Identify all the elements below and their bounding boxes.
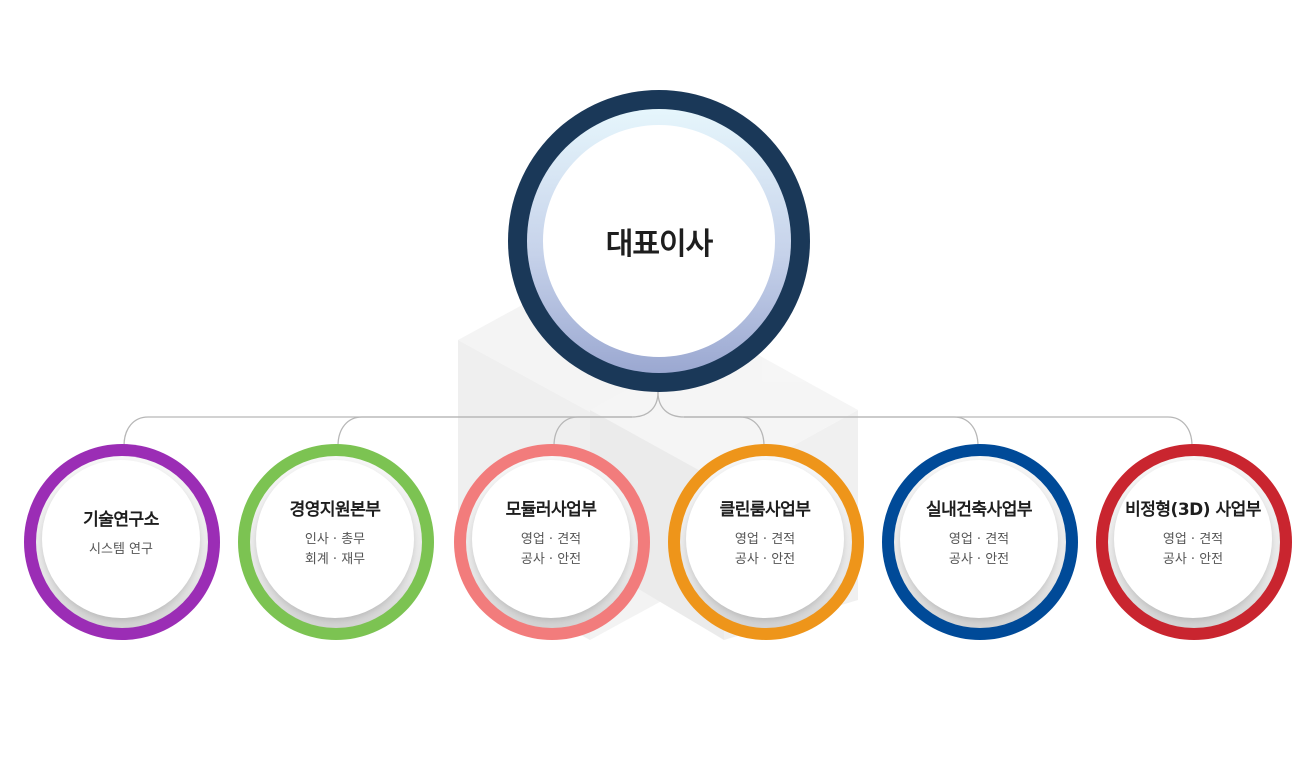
connector-line: [553, 416, 632, 447]
dept-duty: 회계 · 재무: [304, 551, 366, 567]
dept-node-cleanroom: 클린룸사업부 영업 · 견적 공사 · 안전: [668, 444, 864, 640]
dept-node-modular: 모듈러사업부 영업 · 견적 공사 · 안전: [454, 444, 650, 640]
connector-line: [337, 416, 632, 447]
ceo-face: 대표이사: [543, 125, 775, 357]
dept-duty: 공사 · 안전: [1162, 551, 1224, 567]
ceo-ring: 대표이사: [527, 109, 791, 373]
dept-duty: 인사 · 총무: [304, 531, 366, 547]
dept-node-research: 기술연구소 시스템 연구: [24, 444, 220, 640]
dept-name: 모듈러사업부: [505, 499, 597, 520]
dept-duty: 공사 · 안전: [734, 551, 796, 567]
dept-duty: 영업 · 견적: [1162, 531, 1224, 547]
dept-name: 기술연구소: [83, 509, 159, 530]
dept-node-management: 경영지원본부 인사 · 총무 회계 · 재무: [238, 444, 434, 640]
dept-name: 클린룸사업부: [719, 499, 811, 520]
dept-node-interior: 실내건축사업부 영업 · 견적 공사 · 안전: [882, 444, 1078, 640]
connector-line: [684, 416, 979, 447]
ceo-title: 대표이사: [605, 227, 713, 262]
connector-line: [684, 416, 1193, 447]
dept-duty: 영업 · 견적: [734, 531, 796, 547]
dept-duty: 공사 · 안전: [520, 551, 582, 567]
dept-node-freeform-3d: 비정형(3D) 사업부 영업 · 견적 공사 · 안전: [1096, 444, 1292, 640]
connector-line: [657, 391, 765, 447]
dept-duty: 시스템 연구: [89, 541, 153, 557]
connector-line: [123, 391, 659, 447]
ceo-node: 대표이사: [508, 90, 810, 392]
dept-name: 실내건축사업부: [926, 499, 1032, 520]
dept-duty: 영업 · 견적: [520, 531, 582, 547]
dept-name: 경영지원본부: [289, 499, 381, 520]
dept-duty: 공사 · 안전: [948, 551, 1010, 567]
dept-name: 비정형(3D) 사업부: [1125, 499, 1261, 520]
dept-duty: 영업 · 견적: [948, 531, 1010, 547]
